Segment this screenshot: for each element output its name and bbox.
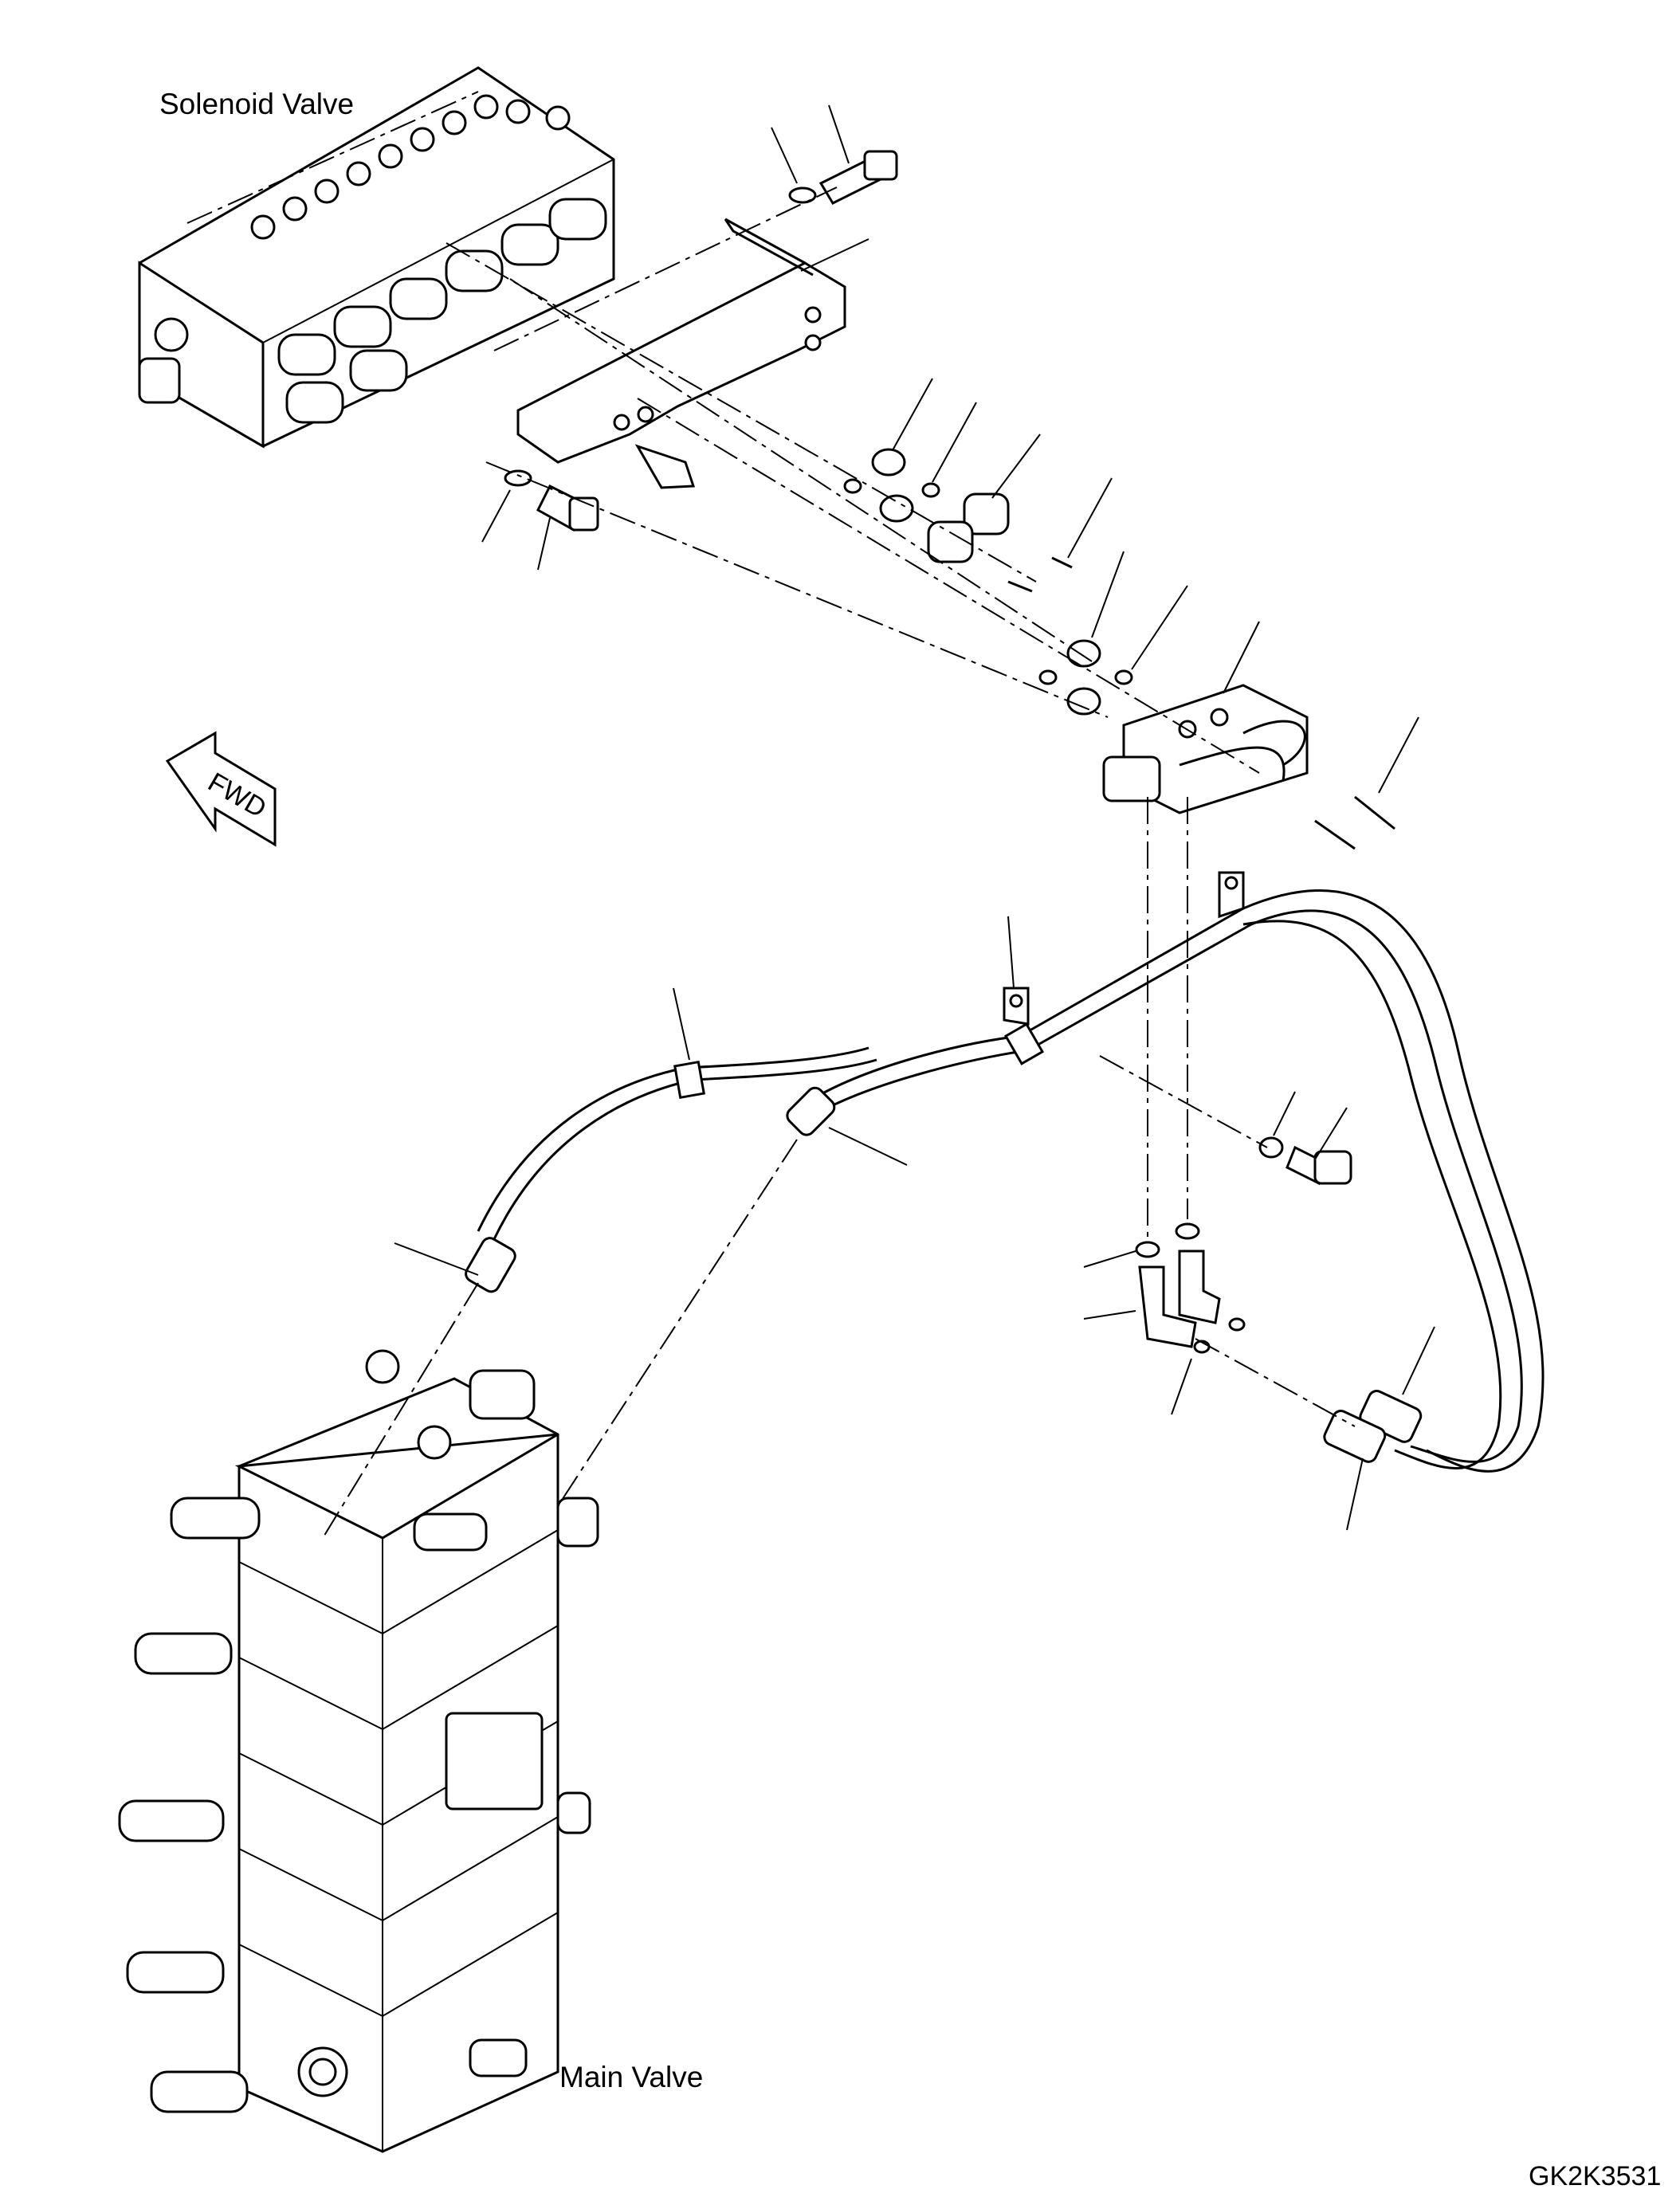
main-valve-label: Main Valve bbox=[559, 2061, 704, 2093]
washer bbox=[788, 186, 817, 204]
hose-assembly bbox=[394, 871, 1545, 1531]
hose-end-fittings bbox=[465, 1086, 1423, 1463]
mounting-bracket bbox=[516, 218, 846, 489]
assembly-leader-lines bbox=[186, 91, 1356, 1539]
solenoid-top-fittings bbox=[250, 94, 571, 240]
junction-block bbox=[1102, 621, 1419, 850]
main-valve-assembly bbox=[118, 1349, 599, 2153]
seal-kit bbox=[843, 378, 1188, 716]
drawing-code-label: GK2K3531 bbox=[1529, 2161, 1662, 2191]
solenoid-port-fitting bbox=[154, 317, 189, 352]
bracket-hardware bbox=[481, 104, 898, 571]
solenoid-valve-label: Solenoid Valve bbox=[159, 88, 355, 120]
washer bbox=[504, 469, 532, 487]
fwd-arrow-icon: FWD bbox=[165, 731, 277, 847]
solenoid-coils bbox=[277, 198, 607, 424]
elbow-fittings bbox=[1083, 1091, 1352, 1415]
solenoid-valve-assembly bbox=[138, 66, 615, 449]
main-valve-fittings bbox=[118, 1349, 599, 2113]
